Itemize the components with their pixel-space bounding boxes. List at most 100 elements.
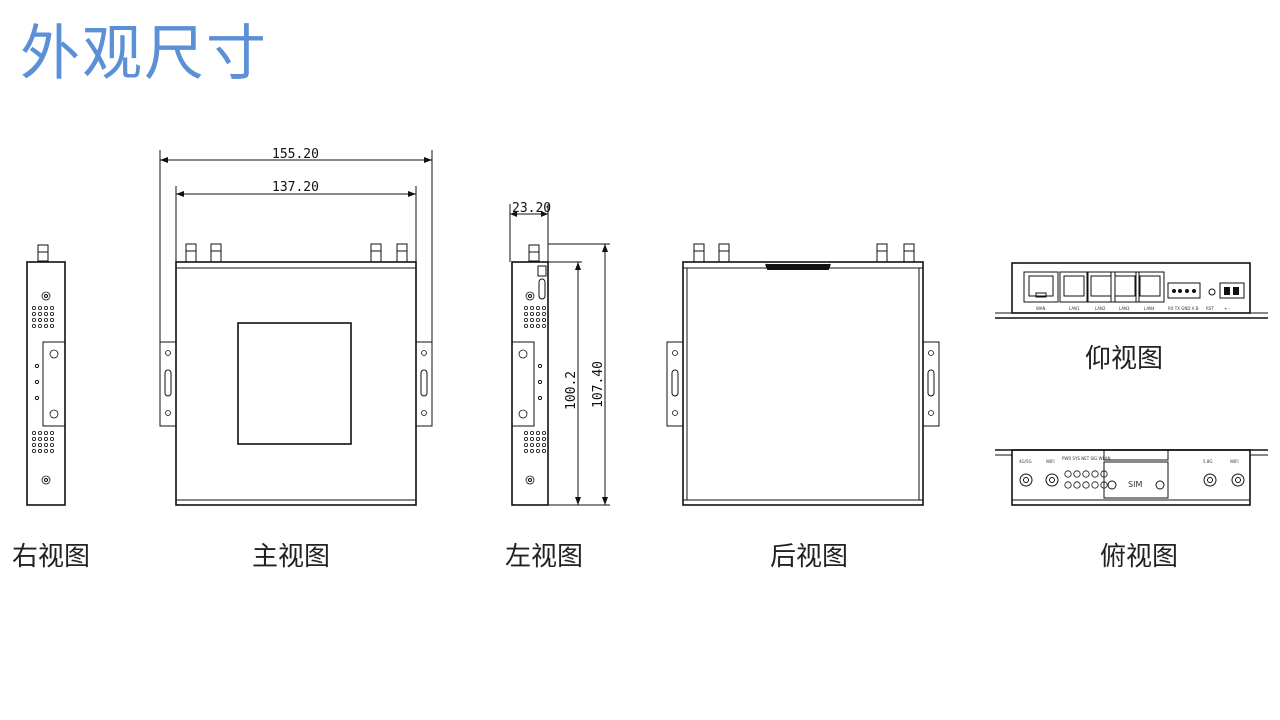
front-view-bracket-right [415,341,433,427]
vent-hole [32,448,37,453]
top-antenna-1 [1019,473,1033,487]
label-right-view: 右视图 [12,542,90,572]
dim-depth: 23.20 [512,201,551,216]
front-view: 155.20 137.20 主视图 [159,147,433,572]
vent-hole [32,311,37,316]
label-rear-view: 后视图 [770,542,848,572]
vent-hole [542,311,547,316]
vent-hole [536,436,541,441]
vent-hole [50,448,55,453]
vent-hole [530,317,535,322]
vent-hole [38,323,43,328]
status-led [1064,481,1072,489]
vent-hole [32,323,37,328]
vent-hole [50,430,55,435]
lan-ports [1059,271,1165,303]
vent-hole [536,305,541,310]
vent-hole [542,317,547,322]
label-bottom-view: 仰视图 [1085,344,1163,374]
status-led [1073,470,1081,478]
top-view: SIM 4G/5G WIFI PWR SYS NET SIG WLAN 5.8G… [995,449,1268,572]
power-connector [1219,282,1245,299]
label-top-ant: WIFI [1046,459,1055,464]
status-led [1082,481,1090,489]
label-top-right1: 5.8G [1203,459,1212,464]
vent-hole [542,442,547,447]
rear-view-bracket-right [922,341,940,427]
vent-hole [536,448,541,453]
sim-tray [1103,461,1169,499]
dim-body-height: 100.2 [564,371,579,410]
right-view-antenna [37,244,49,262]
vent-hole [524,442,529,447]
rear-view: 后视图 [666,243,940,572]
vent-hole [530,305,535,310]
vent-hole [32,442,37,447]
label-rst: RST [1206,306,1214,311]
bottom-view: WAN LAN1 LAN2 LAN3 LAN4 RX TX GND A B RS… [995,262,1268,374]
vent-hole [524,448,529,453]
status-led [1091,481,1099,489]
vent-hole [536,430,541,435]
right-view-vent-grid-bottom [32,430,55,453]
vent-hole [32,430,37,435]
vent-hole [38,436,43,441]
vent-hole [44,311,49,316]
label-terminal: RX TX GND A B [1168,306,1199,311]
right-view: 右视图 [12,244,90,572]
top-antenna-3 [1203,473,1217,487]
status-led [1082,470,1090,478]
label-lan1: LAN1 [1069,306,1080,311]
label-top-view: 俯视图 [1100,542,1178,572]
rear-view-bracket-left [666,341,684,427]
vent-hole [536,311,541,316]
vent-hole [44,448,49,453]
vent-hole [38,305,43,310]
vent-hole [44,305,49,310]
vent-hole [530,448,535,453]
vent-hole [536,317,541,322]
vent-hole [530,323,535,328]
vent-hole [50,323,55,328]
dim-overall-height: 107.40 [591,361,606,408]
vent-hole [530,311,535,316]
front-view-bracket-left [159,341,177,427]
label-top-leds: PWR SYS NET SIG WLAN [1062,456,1111,461]
status-led [1073,481,1081,489]
vent-hole [536,323,541,328]
top-led-grid [1064,470,1108,489]
vent-hole [542,305,547,310]
left-view-bracket [511,341,535,427]
vent-hole [32,317,37,322]
vent-hole [542,323,547,328]
label-wan: WAN [1036,306,1045,311]
bottom-view-body [1011,262,1251,314]
vent-hole [524,311,529,316]
label-lan3: LAN3 [1119,306,1130,311]
vent-hole [32,305,37,310]
vent-hole [38,317,43,322]
label-sim: SIM [1128,480,1142,489]
wan-port [1023,271,1059,303]
left-view-vent-grid-top [524,305,547,328]
vent-hole [38,311,43,316]
vent-hole [50,436,55,441]
rear-antennas [693,243,915,263]
vent-hole [530,430,535,435]
front-view-body [175,261,417,506]
status-led [1064,470,1072,478]
front-antennas [185,243,408,263]
dim-overall-width: 155.20 [272,147,319,162]
label-front-view: 主视图 [252,542,330,572]
vent-hole [50,305,55,310]
rear-view-body [682,261,924,506]
label-top-right2: WIFI [1230,459,1239,464]
vent-hole [32,436,37,441]
vent-hole [38,448,43,453]
page-title: 外观尺寸 [20,19,268,89]
vent-hole [536,442,541,447]
vent-hole [38,430,43,435]
vent-hole [542,430,547,435]
vent-hole [524,323,529,328]
